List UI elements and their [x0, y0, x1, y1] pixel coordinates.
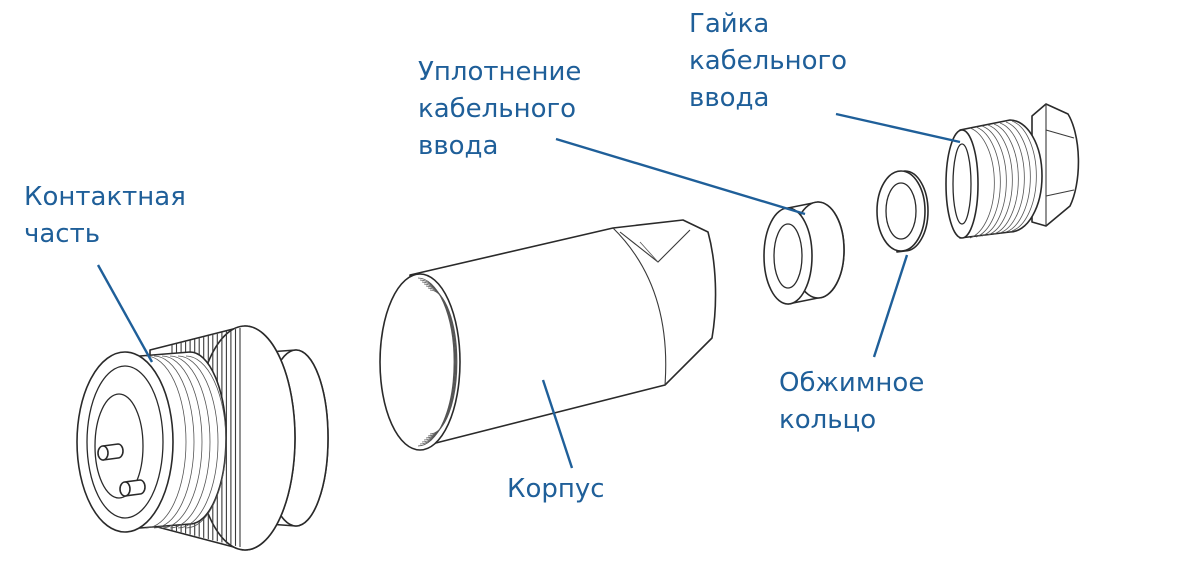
nut-thread-stroke	[981, 125, 1007, 237]
label-contact-line1: Контактная	[24, 182, 186, 212]
label-crimp-ring: Обжимное кольцо	[779, 365, 924, 439]
contact-pins	[97, 443, 146, 497]
seal-part	[763, 201, 845, 305]
leader-contact	[96, 264, 154, 363]
label-seal-line3: ввода	[418, 131, 499, 161]
label-housing: Корпус	[507, 471, 605, 508]
housing-front-opening	[379, 273, 461, 451]
leader-nut	[835, 112, 961, 144]
gland-nut-thread-body	[959, 119, 1043, 239]
label-nut-line1: Гайка	[689, 9, 770, 39]
gland-nut-thread-lines	[969, 120, 1037, 239]
contact-thread-lines	[145, 355, 227, 529]
front-thread-stroke	[177, 355, 219, 529]
front-thread-stroke	[153, 355, 195, 529]
nut-thread-stroke	[987, 124, 1013, 236]
leader-seal	[555, 137, 806, 216]
gland-nut-hex	[1031, 103, 1080, 227]
label-seal-line2: кабельного	[418, 94, 577, 124]
label-housing-line1: Корпус	[507, 474, 605, 504]
gland-nut-hole	[952, 143, 972, 225]
nut-thread-stroke	[1005, 121, 1031, 233]
front-thread-stroke	[145, 355, 187, 529]
front-thread-stroke	[161, 355, 203, 529]
label-nut-line3: ввода	[689, 83, 770, 113]
label-nut-line2: кабельного	[689, 46, 848, 76]
label-contact-line2: часть	[24, 219, 101, 249]
nut-thread-stroke	[993, 123, 1019, 235]
nut-thread-stroke	[969, 127, 995, 239]
crimp-ring-hole	[885, 182, 917, 240]
nut-thread-stroke	[1011, 120, 1037, 232]
gland-nut-part	[945, 103, 1080, 239]
nut-thread-stroke	[975, 126, 1001, 238]
body-thread-stroke	[429, 289, 458, 435]
label-seal-line1: Уплотнение	[418, 57, 582, 87]
housing-part	[379, 219, 717, 451]
front-thread-stroke	[169, 355, 211, 529]
housing-taper-edge	[612, 227, 667, 386]
front-thread-stroke	[185, 355, 227, 529]
seal-hole	[773, 223, 803, 289]
leader-lines	[96, 112, 961, 469]
housing-internal-thread	[417, 277, 458, 447]
nut-thread-stroke	[999, 122, 1025, 234]
leader-body	[541, 379, 574, 469]
crimp-ring-part	[876, 170, 929, 253]
leader-ring	[872, 254, 909, 358]
label-contact-part: Контактная часть	[24, 179, 186, 253]
label-gland-nut: Гайка кабельного ввода	[689, 6, 847, 117]
label-seal: Уплотнение кабельного ввода	[418, 54, 581, 165]
housing-outer	[409, 219, 717, 448]
contact-part	[76, 325, 329, 551]
label-ring-line2: кольцо	[779, 405, 877, 435]
label-ring-line1: Обжимное	[779, 368, 925, 398]
